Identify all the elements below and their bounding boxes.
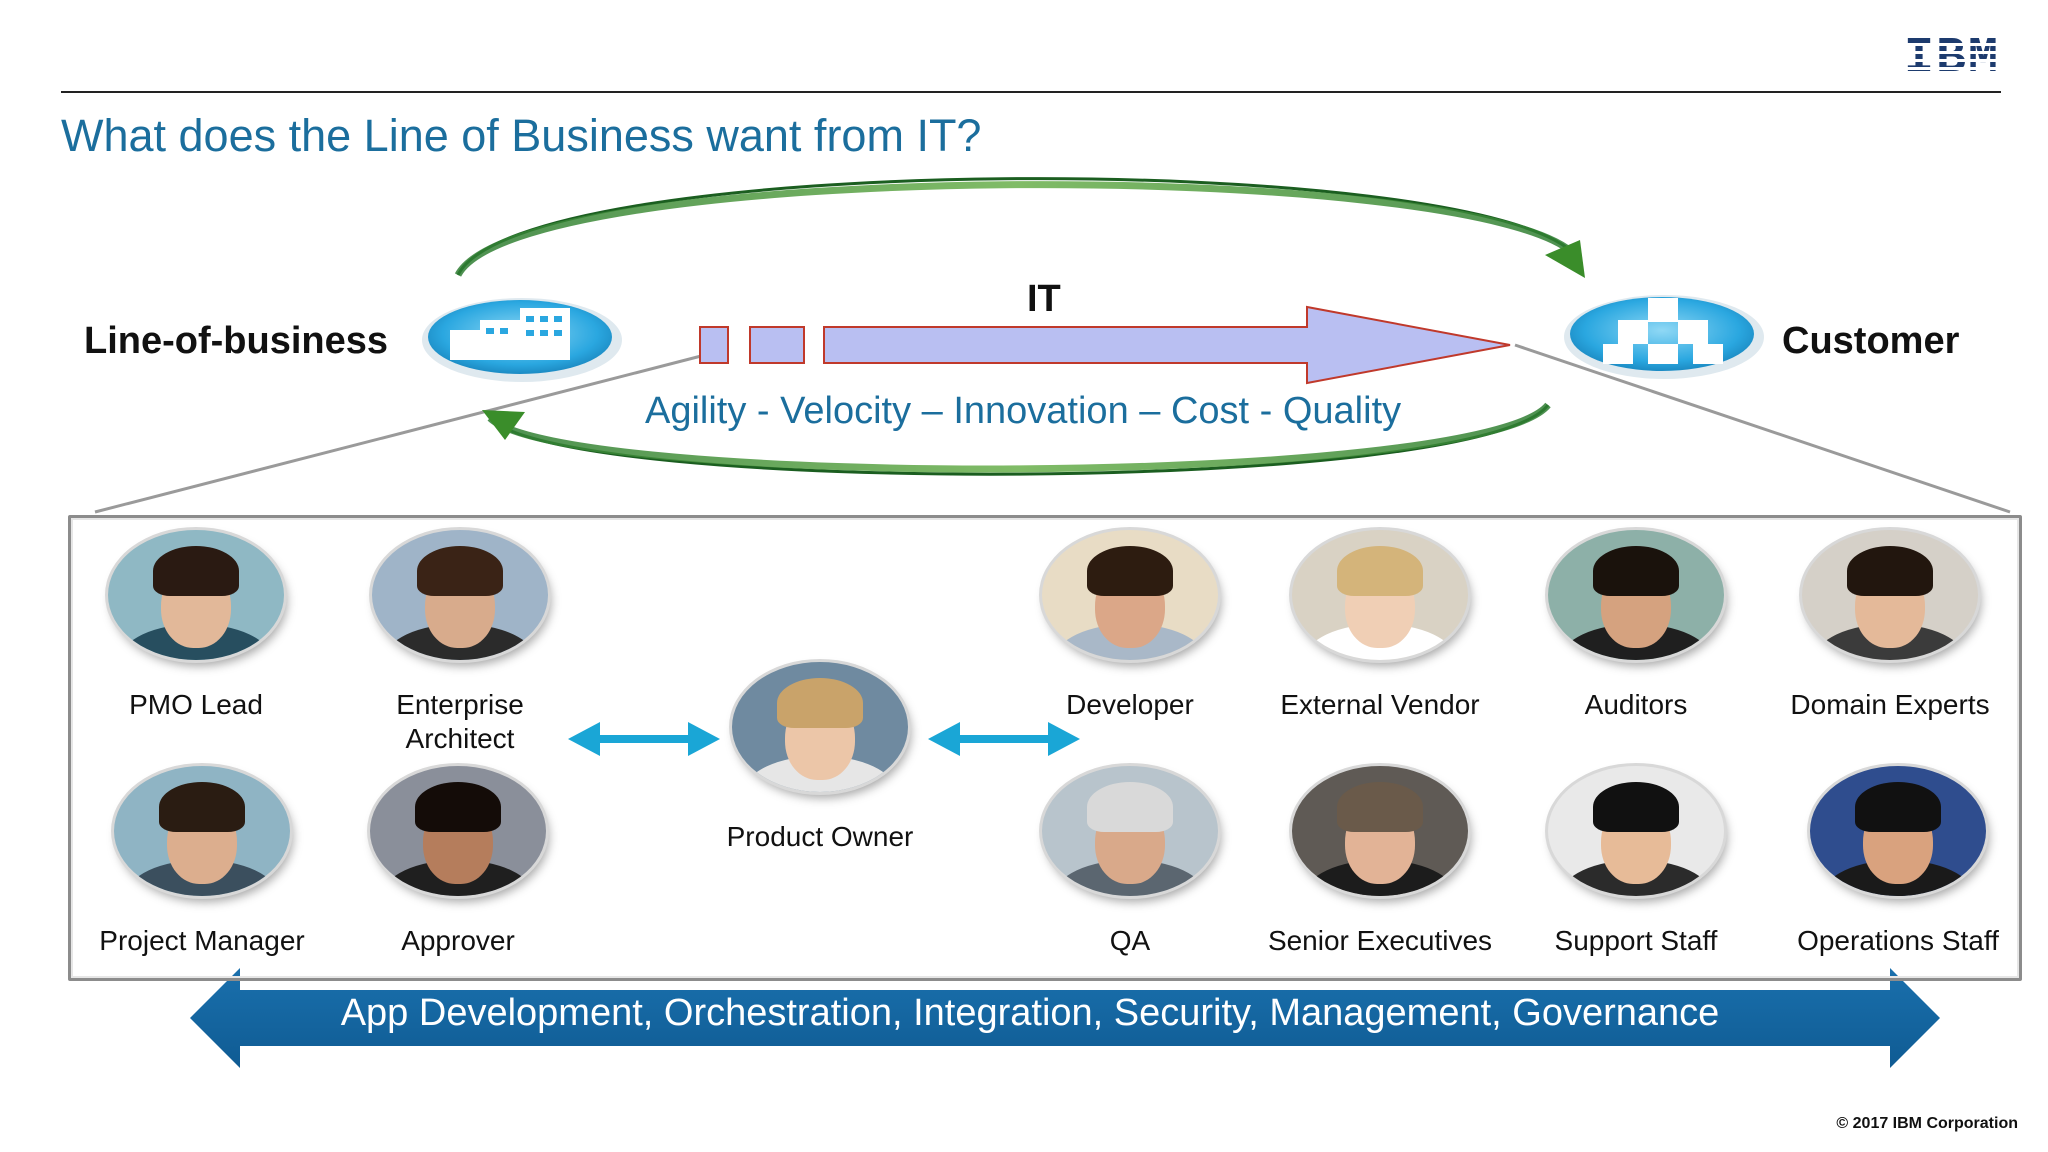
avatar xyxy=(732,662,908,792)
avatar xyxy=(370,766,546,896)
avatar xyxy=(1292,766,1468,896)
copyright: © 2017 IBM Corporation xyxy=(1836,1115,2018,1132)
avatar xyxy=(1548,766,1724,896)
person-domain-experts: Domain Experts xyxy=(1760,530,2020,722)
cycle-arc-top xyxy=(456,177,1577,276)
double-arrow-left xyxy=(568,722,720,756)
person-product-owner: Product Owner xyxy=(690,662,950,854)
it-arrow xyxy=(699,305,1511,385)
avatar xyxy=(1548,530,1724,660)
ibm-logo: IBM xyxy=(1903,30,2000,87)
customer-icon xyxy=(1564,295,1764,379)
double-arrow-right xyxy=(928,722,1080,756)
person-approver: Approver xyxy=(328,766,588,958)
avatar xyxy=(372,530,548,660)
person-operations-staff: Operations Staff xyxy=(1768,766,2028,958)
avatar xyxy=(1042,766,1218,896)
capabilities-band-text: App Development, Orchestration, Integrat… xyxy=(340,992,1720,1034)
qualities-text: Agility - Velocity – Innovation – Cost -… xyxy=(645,390,1402,432)
customer-label: Customer xyxy=(1782,320,1960,362)
cycle-arrowhead-right xyxy=(1545,240,1585,278)
stakeholder-panel xyxy=(68,515,2022,981)
person-senior-executives: Senior Executives xyxy=(1250,766,1510,958)
header-rule xyxy=(61,91,2001,93)
person-pmo-lead: PMO Lead xyxy=(66,530,326,722)
funnel-line-left xyxy=(94,353,706,514)
avatar xyxy=(1810,766,1986,896)
slide-title: What does the Line of Business want from… xyxy=(61,110,982,161)
person-support-staff: Support Staff xyxy=(1506,766,1766,958)
avatar xyxy=(1042,530,1218,660)
bottom-band-arrow xyxy=(190,968,1940,1068)
avatar xyxy=(114,766,290,896)
building-icon xyxy=(422,298,622,382)
person-auditors: Auditors xyxy=(1506,530,1766,722)
funnel-line-right xyxy=(1514,343,2011,514)
avatar xyxy=(108,530,284,660)
person-project-manager: Project Manager xyxy=(72,766,332,958)
person-qa: QA xyxy=(1000,766,1260,958)
person-developer: Developer xyxy=(1000,530,1260,722)
avatar xyxy=(1292,530,1468,660)
person-external-vendor: External Vendor xyxy=(1250,530,1510,722)
it-label: IT xyxy=(1027,278,1061,320)
cycle-arrowhead-left xyxy=(482,410,525,440)
avatar xyxy=(1802,530,1978,660)
line-of-business-label: Line-of-business xyxy=(84,320,389,362)
